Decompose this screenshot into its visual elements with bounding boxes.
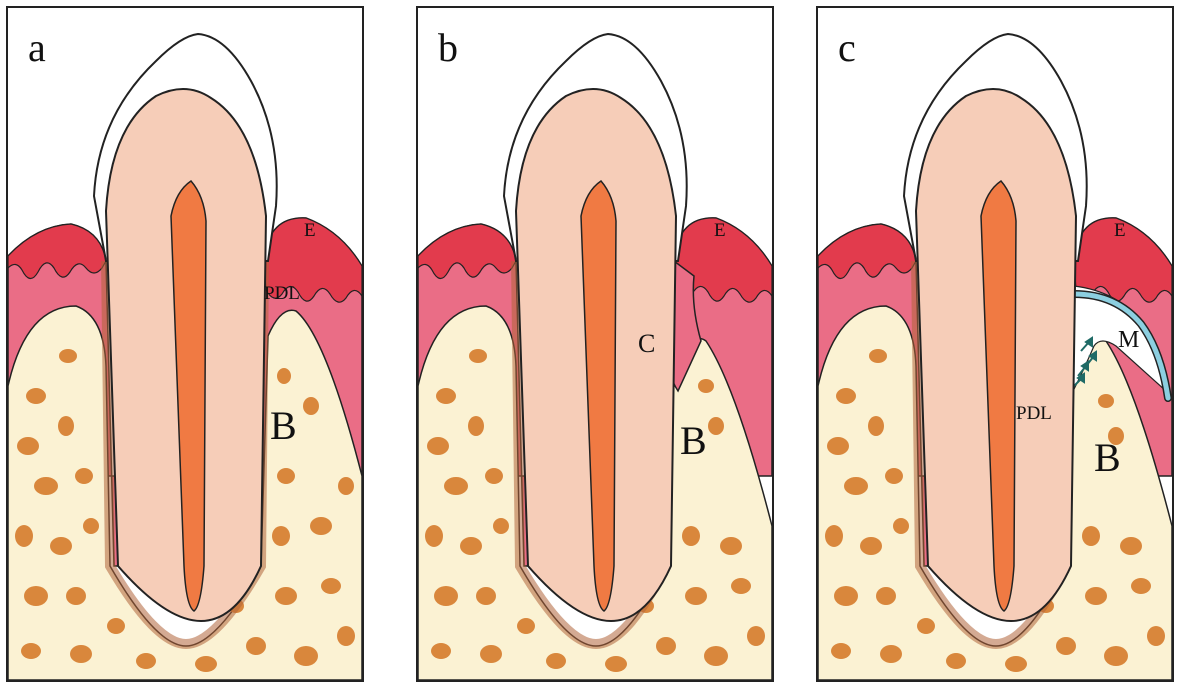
label-enamel-epithelium: E [714, 221, 726, 240]
label-bone: B [1094, 438, 1121, 478]
panel-a-illustration [6, 6, 364, 682]
label-pdl: PDL [264, 284, 300, 303]
panel-letter: b [438, 28, 458, 68]
label-enamel-epithelium: E [304, 221, 316, 240]
panel-c: c E M PDL B [816, 6, 1174, 682]
panel-b: b E C B [416, 6, 774, 682]
panel-letter: a [28, 28, 46, 68]
label-bone: B [680, 421, 707, 461]
panel-letter: c [838, 28, 856, 68]
panel-a: a E PDL B [6, 6, 364, 682]
label-bone: B [270, 406, 297, 446]
label-cementum: C [638, 331, 655, 357]
panel-b-illustration [416, 6, 774, 682]
label-membrane: M [1118, 328, 1139, 352]
label-pdl: PDL [1016, 404, 1052, 423]
label-enamel-epithelium: E [1114, 221, 1126, 240]
